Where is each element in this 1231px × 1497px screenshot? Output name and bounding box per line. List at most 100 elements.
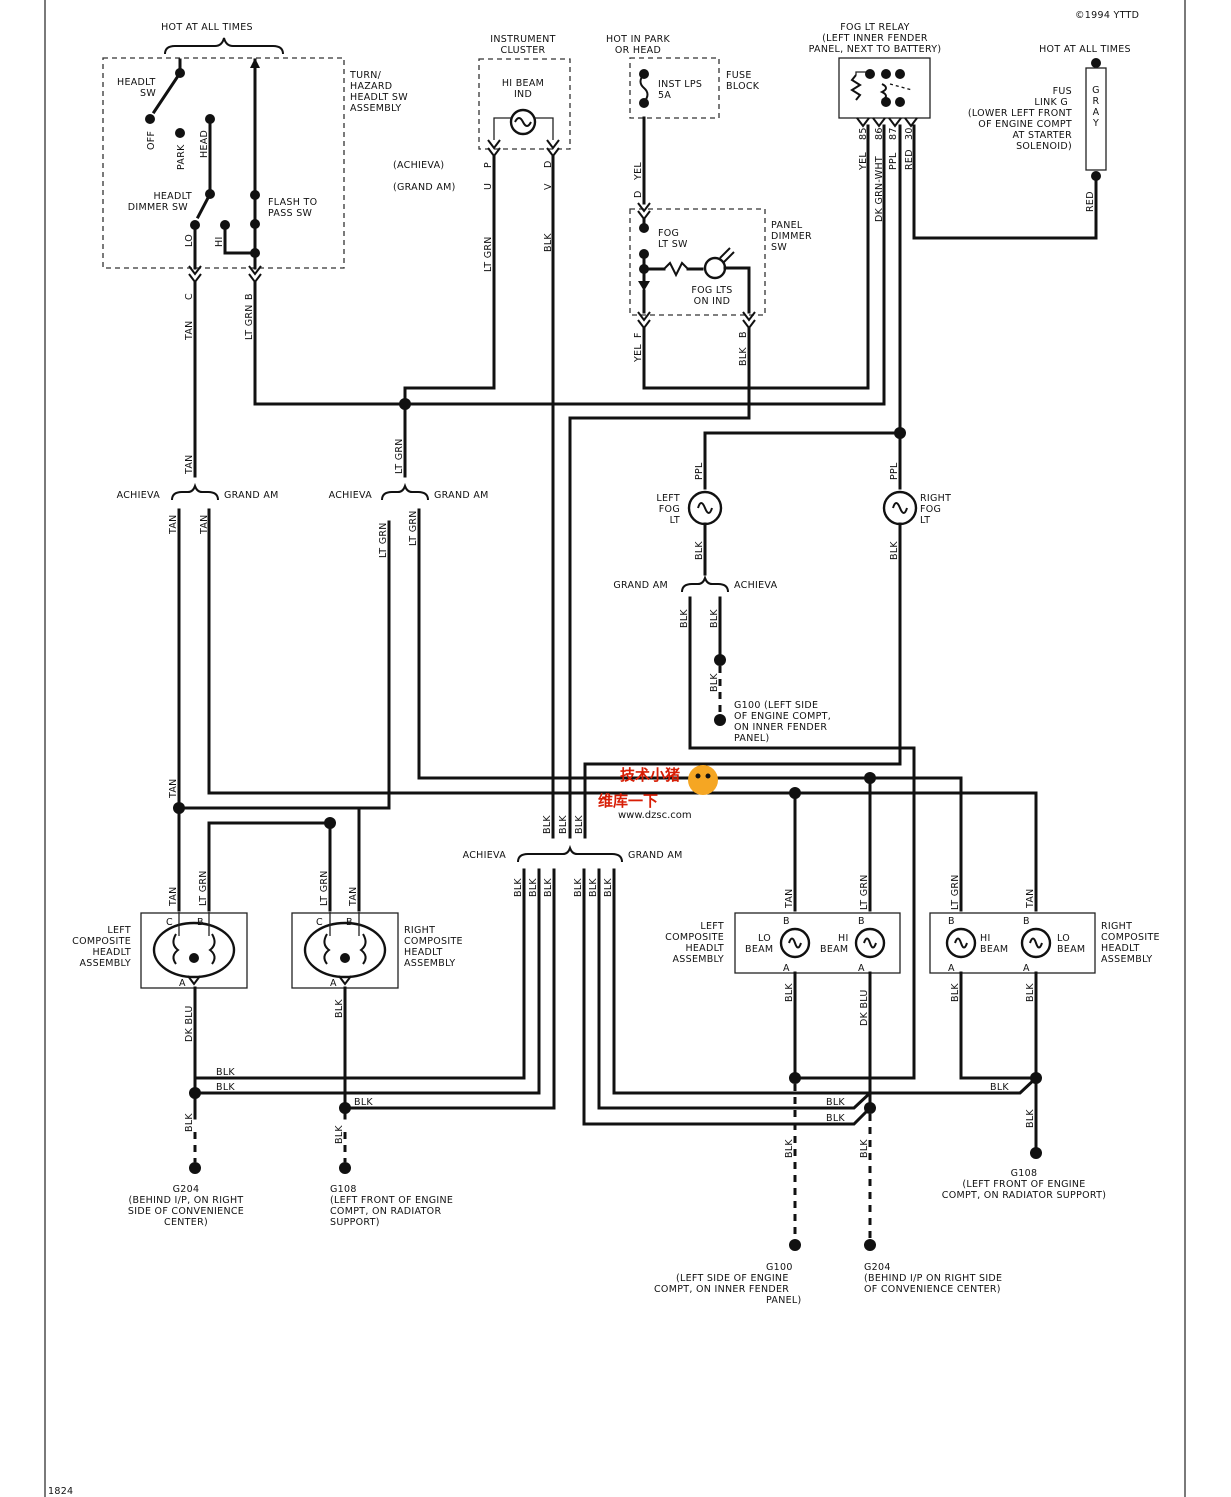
left-composite-lamp-icon [152,921,236,979]
wire-tan-3: TAN [168,514,179,535]
g100-top-l4: PANEL) [734,733,770,744]
right-composite-lamp-icon [303,921,387,979]
fus-hot: HOT AT ALL TIMES [1039,44,1131,55]
headsw-park-contact [175,128,185,138]
wire-blk-22: BLK [990,1082,1009,1093]
ga-lc-hi-2: BEAM [820,944,848,955]
fog-ind-l1: FOG LTS [691,285,732,296]
left-fog-l2: FOG [659,504,680,515]
wire-blk-29: BLK [950,983,961,1002]
ga-lc-pin-b1: B [783,916,790,927]
fus-top-node [1091,58,1101,68]
ga-rc-pin-b2: B [1023,916,1030,927]
ga-left-lo-filament [788,937,802,949]
flash-contact-1 [250,190,260,200]
wire-blk-17: BLK [216,1067,235,1078]
ga-lc-lo-1: LO [758,933,771,944]
wire-cluster-p [403,154,496,406]
wire-yel-relay [642,124,870,390]
wire-tan-5: TAN [168,778,179,799]
hi-label: HI [214,236,225,247]
wire-blk-16: BLK [603,878,614,897]
left-fog-l3: LT [670,515,680,526]
wire-blk-3: BLK [694,541,705,560]
copyright: ©1994 YTTD [1075,10,1139,21]
wire-hi-out [223,223,257,255]
panel-pin-b: B [738,331,749,338]
g108l-l4: SUPPORT) [330,1217,380,1228]
relay-pin-86: 86 [874,127,885,140]
fus-l2: LINK G [1034,97,1068,108]
lc-l1: LEFT [107,925,131,936]
fuse-bottom-node [639,98,649,108]
wire-blk-1: BLK [543,233,554,252]
pin-b: B [244,293,255,300]
watermark: 技术小猪 维库一下 www.dzsc.com [598,765,718,821]
wire-tan-1: TAN [184,320,195,341]
cluster-conn-p [487,139,501,158]
wire-ltgrn-2: LT GRN [483,236,494,272]
ga-lc-pin-a2: A [858,963,865,974]
dimmer-blade [195,191,213,220]
park-label: PARK [176,144,187,170]
watermark-url: www.dzsc.com [618,810,692,821]
g100b-l2: (LEFT SIDE OF ENGINE [676,1273,789,1284]
wire-right-fog-blk [583,522,902,839]
lc-l2: COMPOSITE [72,936,131,947]
panel-dimmer-l3: SW [771,242,787,253]
wire-panel-blk [568,326,751,839]
g204l-l1: G204 [173,1184,200,1195]
wire-blk-2: BLK [738,347,749,366]
g108r-l3: COMPT, ON RADIATOR SUPPORT) [942,1190,1106,1201]
fuse-yel: YEL [633,162,644,181]
wire-blk-21: BLK [826,1113,845,1124]
fuse-pin-d: D [633,190,644,198]
wire-ltgrn-4: LT GRN [378,522,389,558]
wire-blk-20: BLK [826,1097,845,1108]
lo-label: LO [184,234,195,247]
wire-ltgrn-left-b [207,821,332,912]
ga-lc-l4: ASSEMBLY [672,954,724,965]
wire-blk-23: BLK [184,1113,195,1132]
ga-lc-pin-a1: A [783,963,790,974]
wire-tan-8: TAN [784,888,795,909]
lc-common-node [189,953,199,963]
ga-left-composite-box [734,912,901,974]
fus-gray-r: R [1093,96,1100,107]
wire-ga-blk-2 [597,868,873,1110]
wire-blk-26: BLK [784,983,795,1002]
split-brace-1 [171,482,219,501]
g108-right-ground-icon [1030,1147,1042,1159]
g108l-l3: COMPT, ON RADIATOR [330,1206,441,1217]
fuse-block-l1: FUSE [726,70,752,81]
g108-left-ground-icon [339,1162,351,1174]
split1-achieva: ACHIEVA [117,490,161,501]
panel-conn-top [637,202,651,221]
wire-tan-6: TAN [168,886,179,907]
hot-park-l2: OR HEAD [615,45,661,56]
wire-ga-blk-3 [612,868,1039,1095]
lc-pin-c: C [166,917,173,928]
wire-tan-4: TAN [199,514,210,535]
rc-common-node [340,953,350,963]
wire-blk-13: BLK [543,878,554,897]
fog-diode-icon [638,281,650,291]
fus-l4: OF ENGINE COMPT [978,119,1072,130]
ga-rc-lo-2: BEAM [1057,944,1085,955]
rc-pin-b: B [346,917,353,928]
lc-l3: HEADLT [92,947,131,958]
wire-blk-5: BLK [679,609,690,628]
dimmer-l2: DIMMER SW [128,202,189,213]
ga-rc-hi-2: BEAM [980,944,1008,955]
fuse-name-l1: INST LPS [658,79,702,90]
wire-yel-2: YEL [633,344,644,363]
relay-conn-85 [856,117,870,128]
relay-conn-30 [904,117,918,128]
switch-assy-l1: TURN/ [349,70,382,81]
right-fog-filament [892,502,908,514]
dimmer-l1: HEADLT [153,191,192,202]
fus-gray-y: Y [1092,118,1099,129]
wire-tan-9: TAN [1025,888,1036,909]
